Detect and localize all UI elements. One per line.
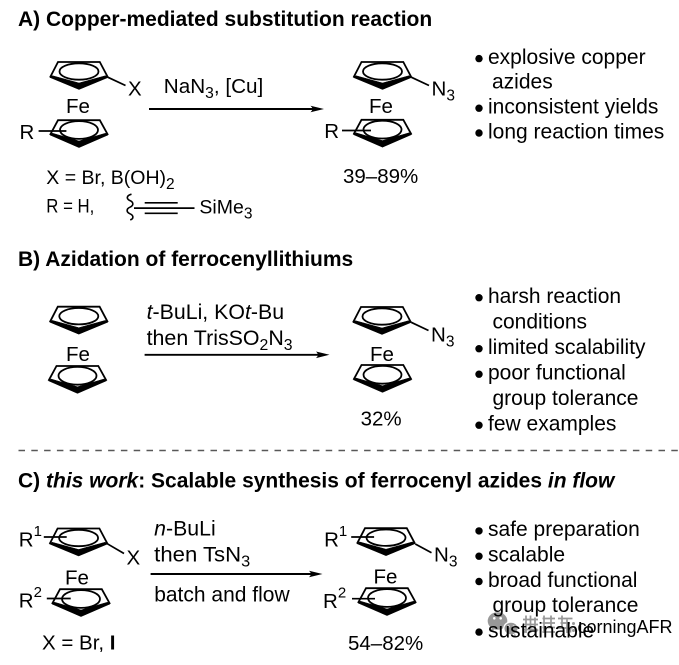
svg-text:39–89%: 39–89% bbox=[343, 165, 418, 188]
svg-text:N3: N3 bbox=[432, 78, 455, 105]
svg-text:R1: R1 bbox=[324, 523, 347, 552]
svg-text:54–82%: 54–82% bbox=[348, 632, 423, 655]
svg-text:conditions: conditions bbox=[493, 311, 588, 334]
svg-text:n-BuLi: n-BuLi bbox=[154, 518, 216, 541]
svg-text:azides: azides bbox=[492, 71, 553, 94]
svg-text:32%: 32% bbox=[361, 408, 402, 431]
svg-text:Fe: Fe bbox=[374, 566, 398, 589]
svg-text:harsh reaction: harsh reaction bbox=[488, 285, 621, 308]
svg-text:group tolerance: group tolerance bbox=[493, 594, 639, 617]
svg-text:X: X bbox=[127, 547, 141, 570]
svg-text:R1: R1 bbox=[19, 523, 42, 552]
svg-text:few examples: few examples bbox=[488, 413, 616, 436]
svg-text:B) Azidation of ferrocenyllith: B) Azidation of ferrocenyllithiums bbox=[18, 248, 353, 271]
svg-text:Fe: Fe bbox=[66, 343, 90, 366]
svg-text:R: R bbox=[20, 121, 35, 144]
svg-text:N3: N3 bbox=[431, 324, 454, 351]
svg-text:Fe: Fe bbox=[369, 95, 393, 118]
svg-text:Fe: Fe bbox=[66, 95, 90, 118]
svg-text:limited scalability: limited scalability bbox=[488, 336, 646, 359]
svg-text:X = Br, I: X = Br, I bbox=[42, 631, 116, 654]
svg-text:group tolerance: group tolerance bbox=[493, 387, 639, 410]
svg-text:broad functional: broad functional bbox=[488, 569, 637, 592]
svg-text:Fe: Fe bbox=[65, 567, 89, 590]
svg-text:batch and flow: batch and flow bbox=[154, 583, 290, 606]
svg-text:long reaction times: long reaction times bbox=[488, 120, 664, 143]
svg-text:inconsistent yields: inconsistent yields bbox=[488, 96, 658, 119]
svg-text:R: R bbox=[324, 120, 339, 143]
svg-text:poor functional: poor functional bbox=[488, 362, 626, 385]
svg-text:safe preparation: safe preparation bbox=[488, 518, 640, 541]
svg-text:X: X bbox=[128, 78, 142, 101]
svg-text:R = H,: R = H, bbox=[46, 196, 94, 218]
svg-text:scalable: scalable bbox=[488, 544, 565, 567]
svg-text:Fe: Fe bbox=[370, 343, 394, 366]
svg-text:sustainable: sustainable bbox=[488, 619, 594, 642]
svg-text:t-BuLi, KOt-Bu: t-BuLi, KOt-Bu bbox=[147, 301, 285, 324]
svg-text:SiMe3: SiMe3 bbox=[199, 197, 252, 223]
svg-text:C) this work: Scalable synthes: C) this work: Scalable synthesis of ferr… bbox=[18, 470, 616, 493]
svg-text:X = Br, B(OH)2: X = Br, B(OH)2 bbox=[46, 167, 174, 193]
svg-text:NaN3, [Cu]: NaN3, [Cu] bbox=[164, 75, 263, 102]
svg-text:corningAFR: corningAFR bbox=[578, 617, 673, 637]
svg-text:explosive copper: explosive copper bbox=[488, 46, 646, 69]
svg-text:R2: R2 bbox=[19, 584, 42, 613]
svg-text:N3: N3 bbox=[434, 544, 457, 571]
svg-text:R2: R2 bbox=[323, 585, 346, 614]
svg-text:A) Copper-mediated substitutio: A) Copper-mediated substitution reaction bbox=[18, 8, 432, 31]
